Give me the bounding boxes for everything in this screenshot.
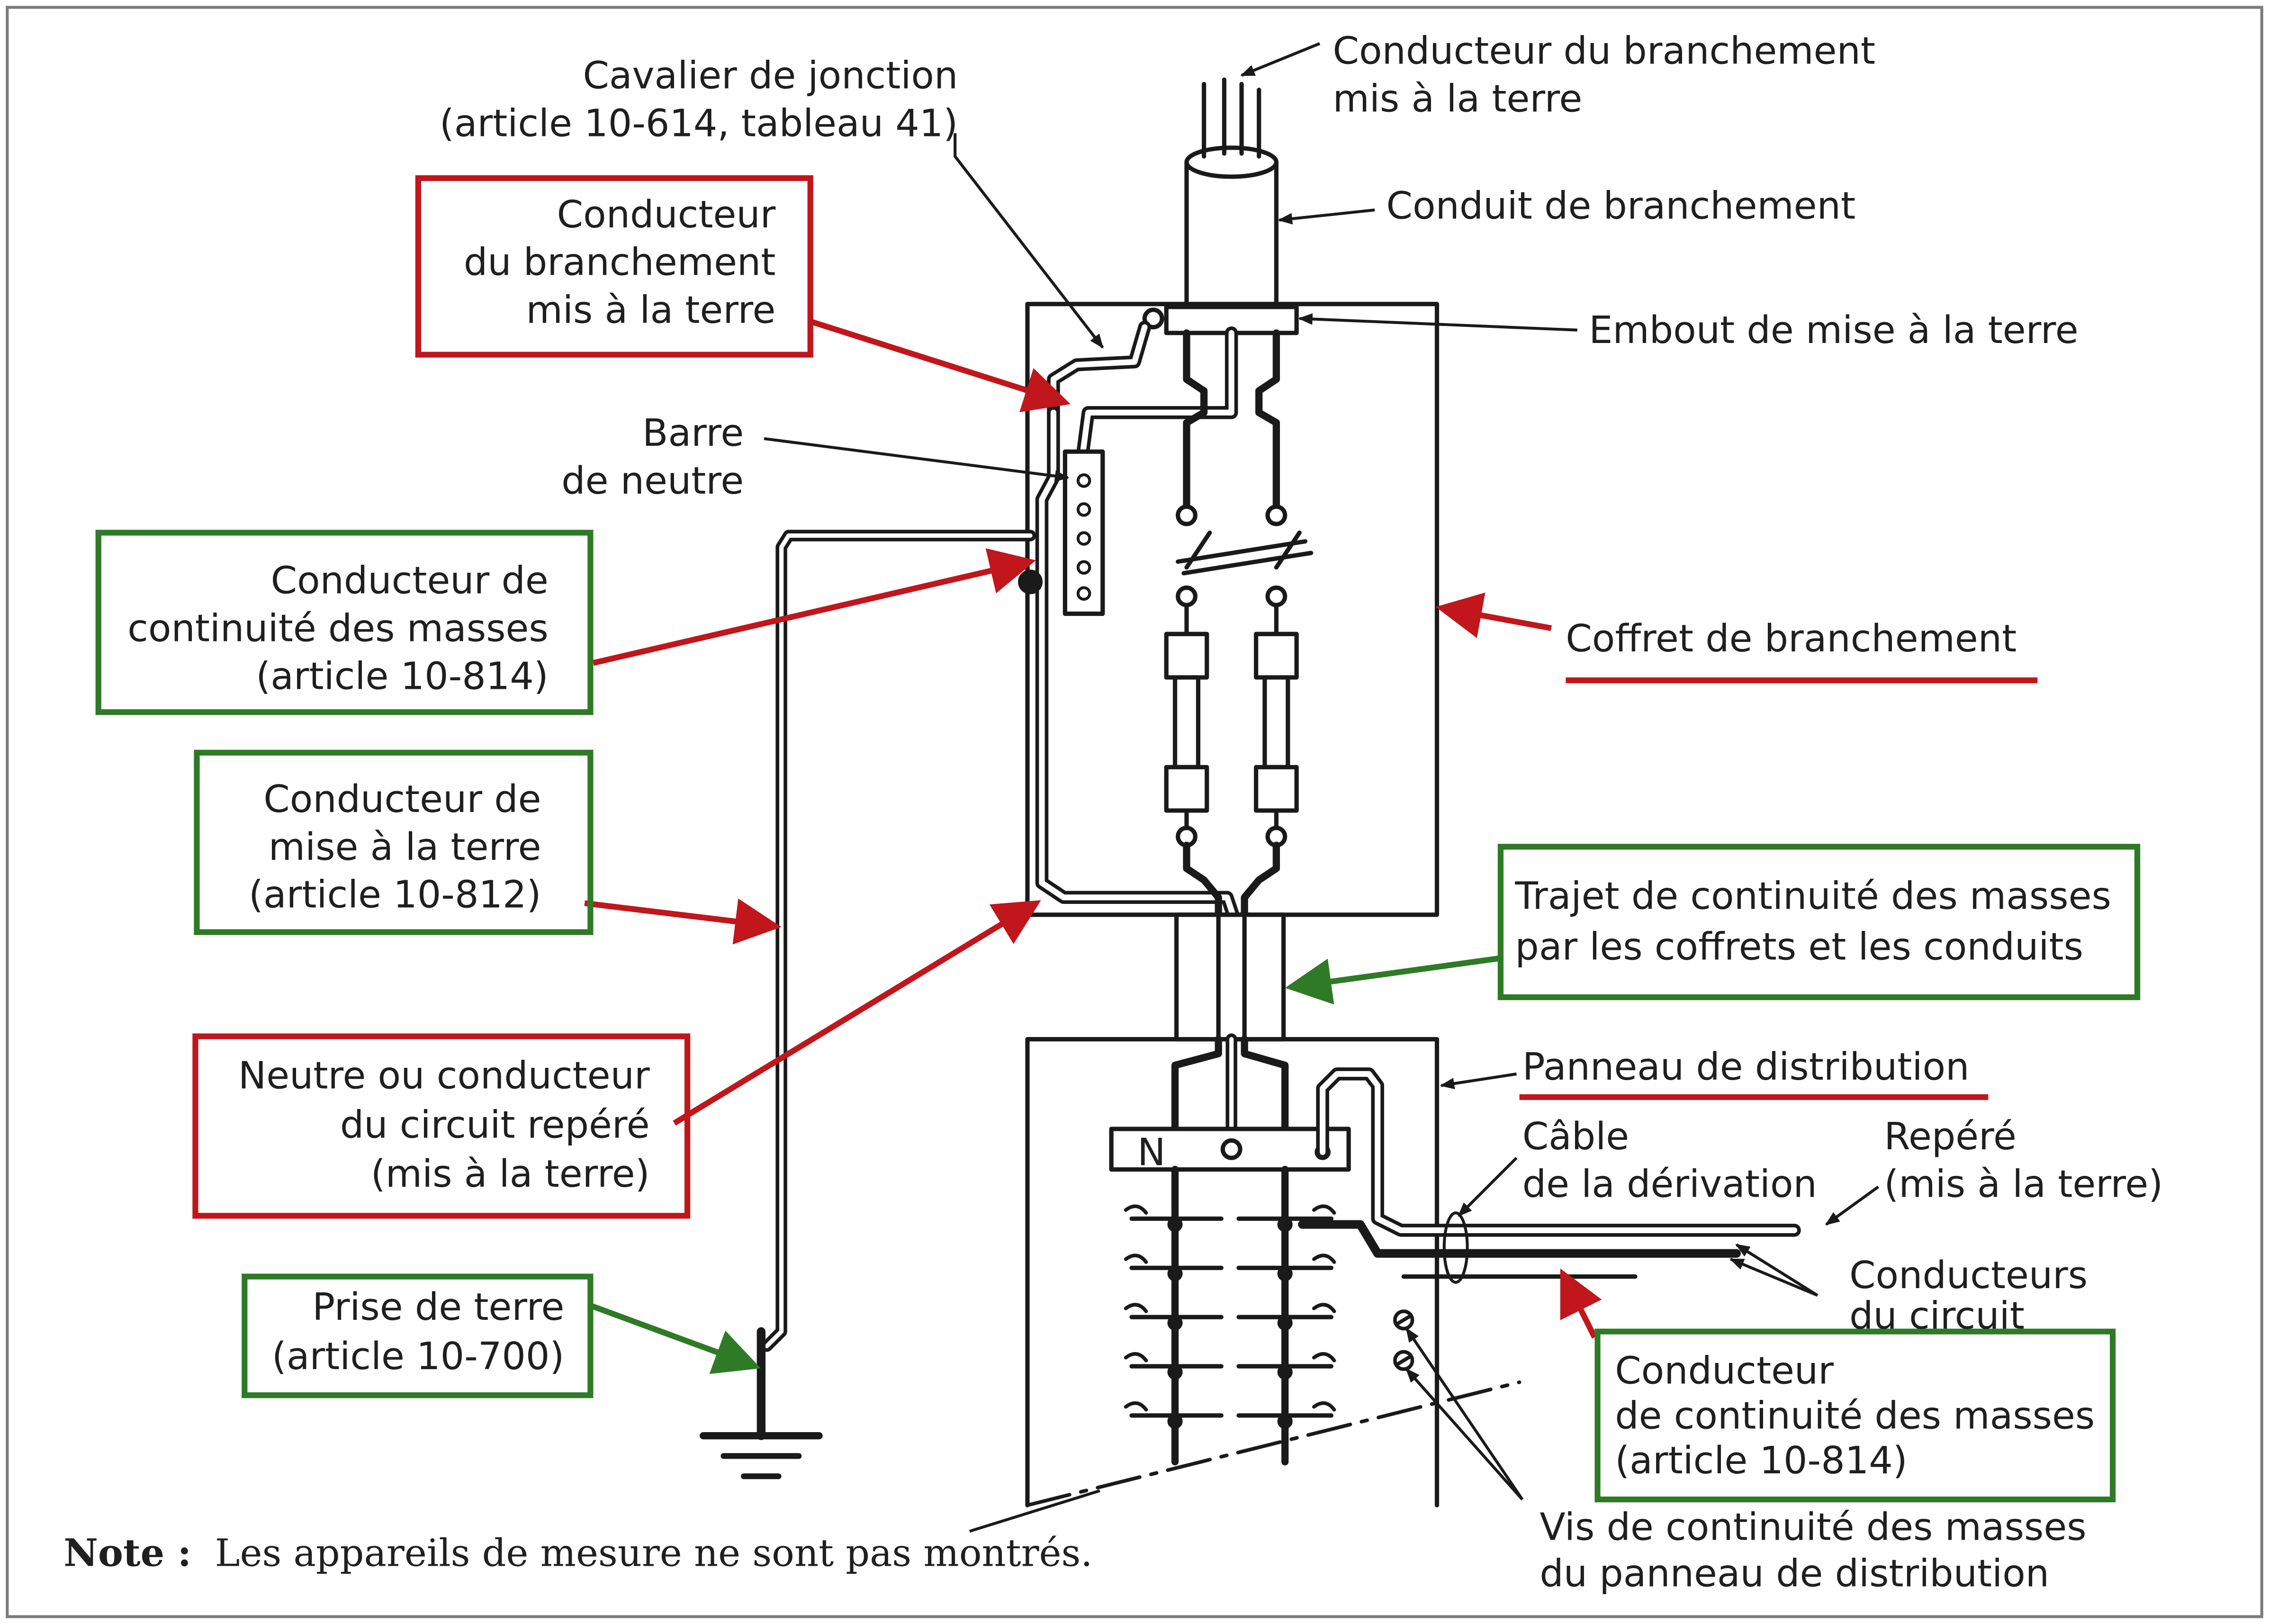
label-cb-box-1: Conducteur [557,192,776,236]
neutral-block-letter: N [1137,1130,1165,1174]
red-annotations [192,175,2038,1339]
label-neutre-1: Neutre ou conducteur [238,1053,650,1097]
label-panneau: Panneau de distribution [1522,1045,1970,1089]
panel-feeders: N [1109,1033,1351,1174]
green-annotations [95,530,2141,1503]
label-repere-1: Repéré [1884,1114,2016,1158]
label-cb-box-3: mis à la terre [526,288,776,332]
grounding-electrode-conductor [761,530,1036,1352]
label-cable-2: de la dérivation [1522,1162,1817,1206]
label-repere-2: (mis à la terre) [1884,1162,2163,1206]
connecting-nipple [1174,912,1286,1042]
label-cont-left-2: continuité des masses [127,606,549,650]
box-neutre [192,1033,691,1219]
box-conducteur-branchement [415,175,813,358]
label-mise-terre-1: Conducteur de [263,777,541,821]
grounded-service-conductor [1035,326,1240,921]
label-cavalier-1: Cavalier de jonction [583,54,958,98]
label-neutre-3: (mis à la terre) [371,1152,650,1196]
note-bold: Note : [63,1531,191,1575]
label-neutre-2: du circuit repéré [340,1102,650,1146]
box-continuite-right [1594,1328,2116,1503]
label-vis-2: du panneau de distribution [1540,1551,2049,1595]
label-conducteurs-circuit-2: du circuit [1849,1294,2025,1338]
note-line: Note : Les appareils de mesure ne sont p… [63,1531,1092,1575]
note-text: Les appareils de mesure ne sont pas mont… [215,1531,1093,1575]
label-trajet-2: par les coffrets et les conduits [1515,925,2083,969]
label-conduit: Conduit de branchement [1387,184,1856,228]
label-cont-right-2: de continuité des masses [1615,1393,2095,1437]
label-cavalier-2: (article 10-614, tableau 41) [440,101,958,145]
box-mise-terre [194,749,594,935]
labels: Conducteur du branchement mis à la terre… [63,29,2163,1596]
label-coffret: Coffret de branchement [1566,616,2017,660]
label-mise-terre-2: mise à la terre [269,825,541,869]
label-cont-right-3: (article 10-814) [1615,1438,1908,1482]
box-prise-terre [242,1273,594,1398]
leader-lines [764,42,1879,1533]
label-mise-terre-3: (article 10-812) [249,873,541,917]
panel-bonding-screws [1393,1309,1414,1371]
label-conducteur-branchement-top-2: mis à la terre [1333,76,1583,120]
label-vis-1: Vis de continuité des masses [1540,1505,2086,1549]
label-cable-1: Câble [1522,1114,1629,1158]
label-conducteur-branchement-top-1: Conducteur du branchement [1333,29,1875,73]
label-trajet-1: Trajet de continuité des masses [1514,874,2111,918]
cable-clamp [1442,1211,1469,1284]
service-conduit [1184,77,1279,309]
switch-and-fuses [1164,329,1314,919]
box-trajet [1497,844,2141,1001]
label-prise-terre-2: (article 10-700) [272,1334,565,1378]
branch-hot-conductor [1298,1220,1741,1258]
label-cont-left-1: Conducteur de [271,559,549,603]
branch-neutral-wire [1316,1067,1801,1237]
breaker-rows [1124,1165,1336,1466]
label-cont-left-3: (article 10-814) [256,654,549,698]
label-conducteurs-circuit-1: Conducteurs [1849,1253,2088,1297]
ground-electrode-symbol [700,1327,823,1480]
label-cb-box-2: du branchement [464,240,776,284]
label-barre-1: Barre [642,411,744,455]
label-prise-terre-1: Prise de terre [312,1285,564,1329]
label-barre-2: de neutre [561,459,744,503]
label-embout: Embout de mise à la terre [1589,308,2078,352]
box-continuite-left [95,530,594,715]
label-cont-right-1: Conducteur [1615,1349,1834,1393]
